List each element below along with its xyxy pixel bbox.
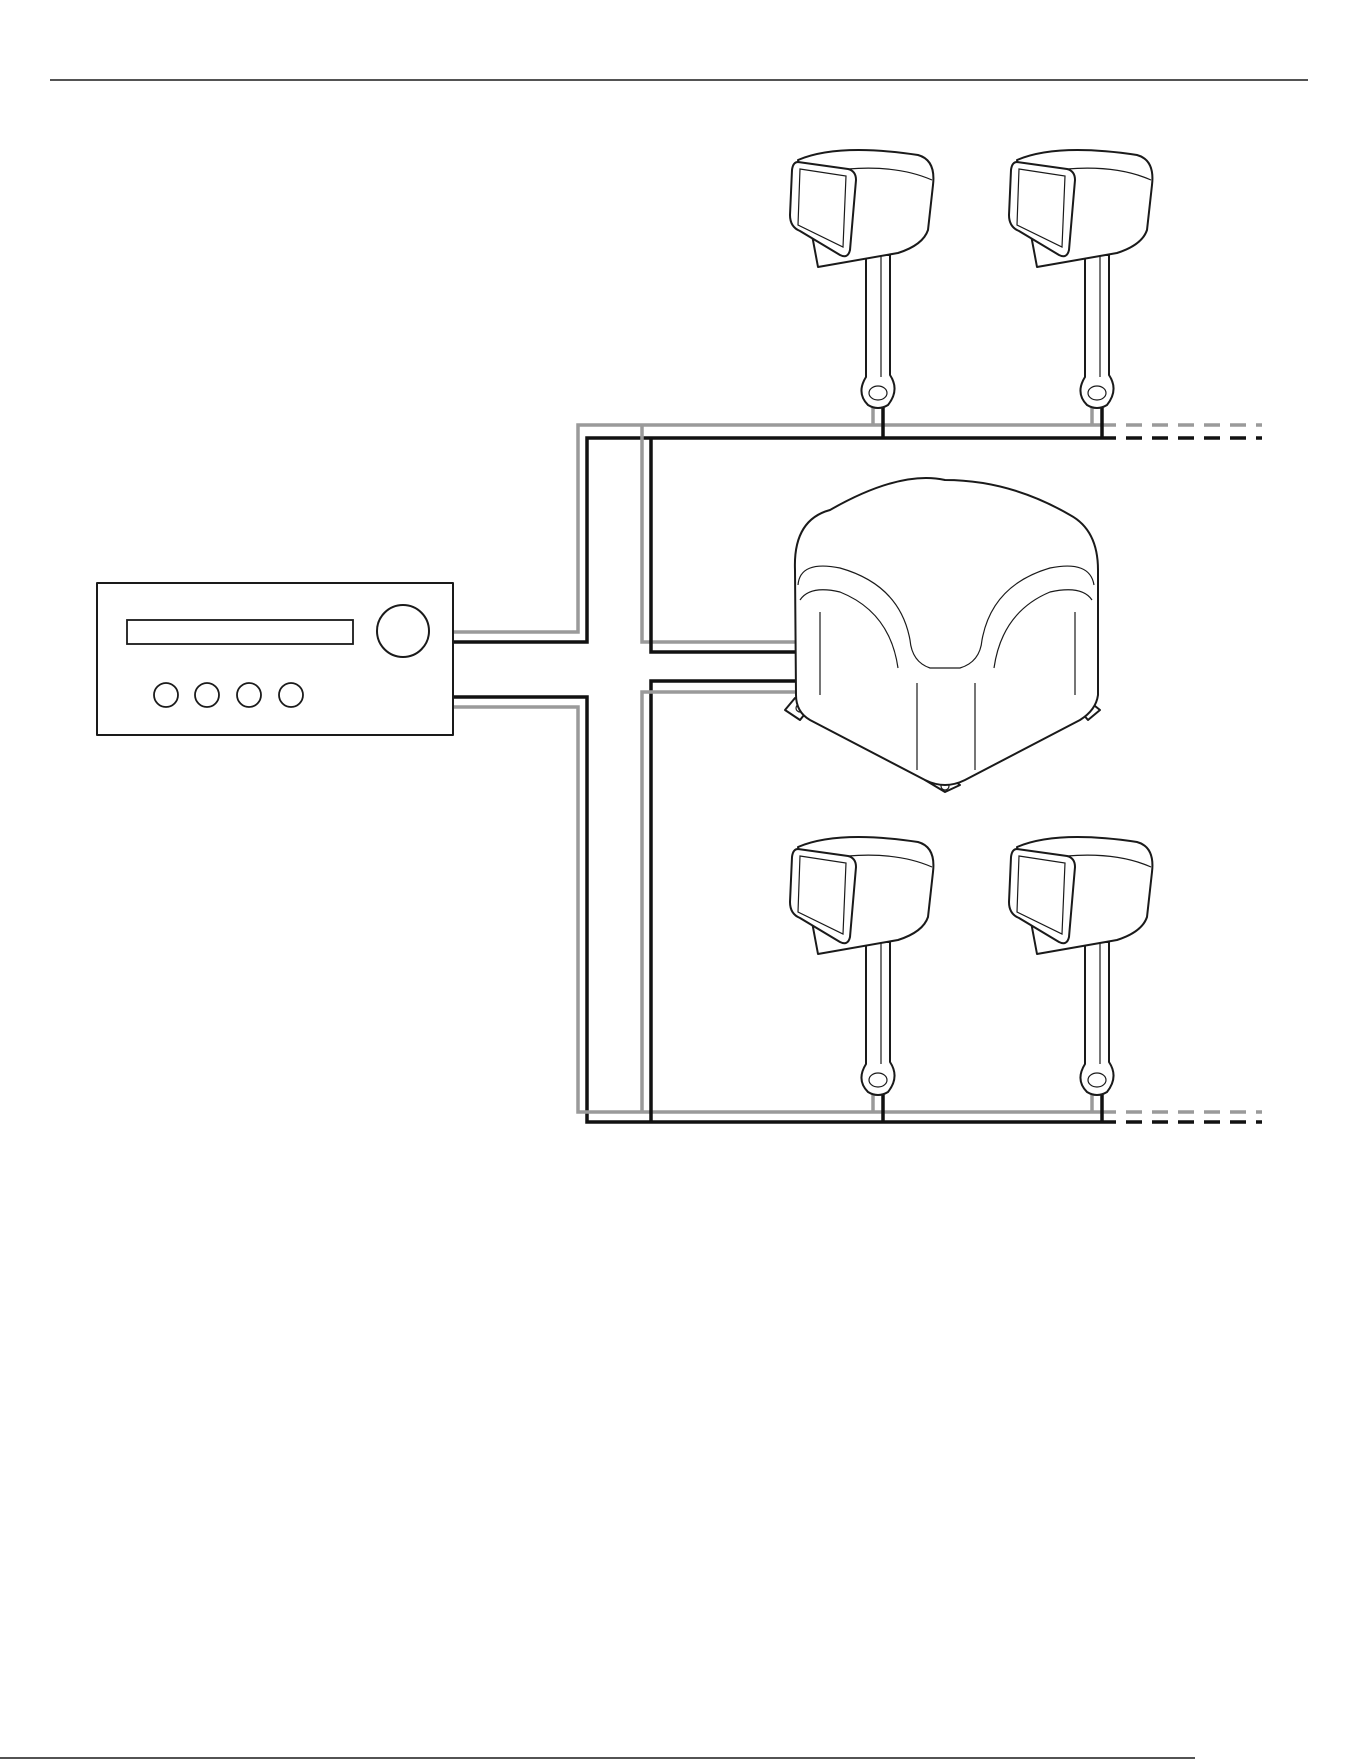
volume-knob-icon [377, 605, 429, 657]
wire-rear-positive [452, 707, 1100, 1112]
receiver-button-1 [154, 683, 178, 707]
receiver [97, 583, 453, 735]
receiver-display [127, 620, 353, 644]
wire-sub-lower-positive [642, 692, 795, 1112]
wire-sub-upper-positive [642, 425, 795, 642]
wire-sub-upper-negative [651, 438, 795, 652]
receiver-button-3 [237, 683, 261, 707]
subwoofer-icon [785, 478, 1100, 792]
front-right-speaker-icon [1009, 150, 1152, 408]
rear-right-speaker-icon [1009, 837, 1152, 1095]
receiver-button-2 [195, 683, 219, 707]
wire-sub-lower-negative [651, 681, 795, 1122]
front-left-speaker-icon [790, 150, 933, 408]
rear-left-speaker-icon [790, 837, 933, 1095]
receiver-button-4 [279, 683, 303, 707]
